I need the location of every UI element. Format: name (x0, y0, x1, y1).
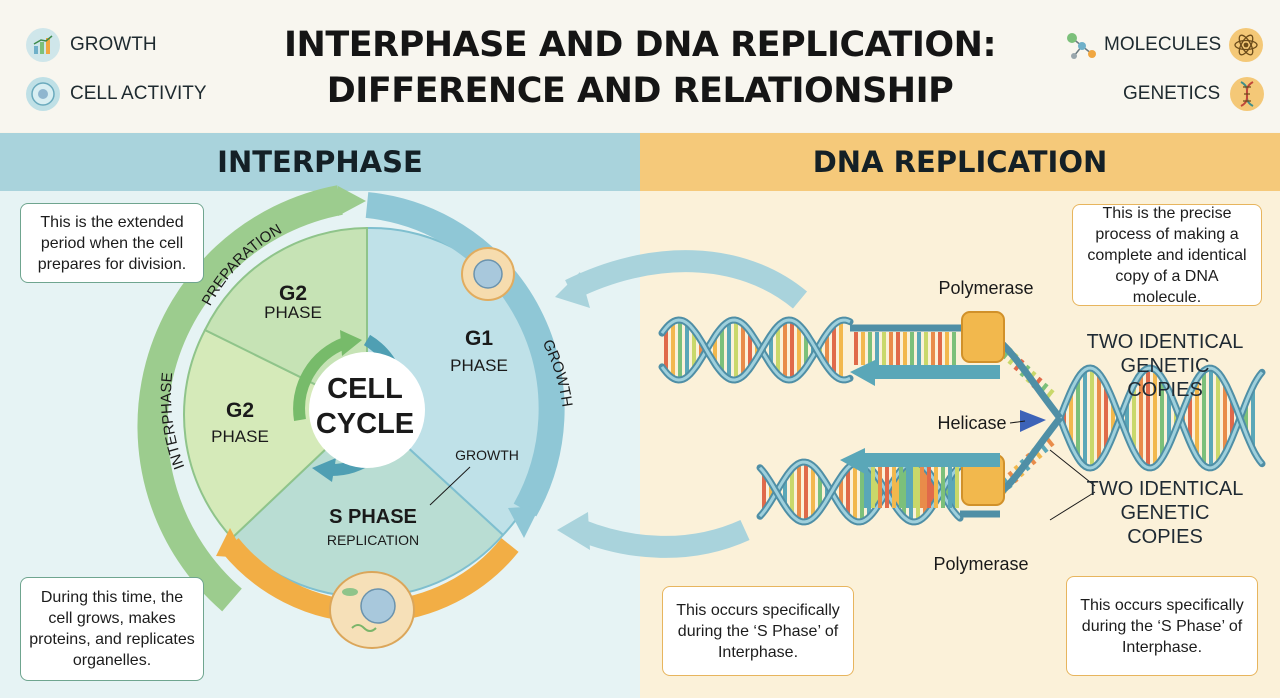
phase-g2-top-name: G2 (279, 282, 307, 305)
g2-left-sector (183, 328, 369, 540)
connector-arrow-top-head (555, 272, 590, 308)
growth-arrow-head (508, 506, 540, 538)
phase-g2-left-name: G2 (226, 399, 254, 422)
cell-cycle-line1: CELL (327, 373, 403, 405)
daughter-helix-bottom-backbone-highlight (758, 460, 962, 524)
connector-arrow-top (565, 250, 808, 309)
cell-top-nucleus (473, 259, 503, 289)
category-genetics: GENETICS (1123, 77, 1265, 111)
helicase-icon (1020, 410, 1046, 432)
orange-arrow-head (216, 528, 246, 558)
cell-cycle-center (309, 352, 425, 468)
cell-icon (26, 77, 60, 111)
phase-s-sub: REPLICATION (327, 532, 419, 548)
growth-chart-icon (26, 28, 60, 62)
cell-cycle-line2: CYCLE (316, 408, 414, 440)
interphase-note-bottom: During this time, the cell grows, makes … (20, 577, 204, 681)
category-molecules-label: MOLECULES (1104, 34, 1222, 55)
header (0, 0, 1280, 132)
dna-replication-illustration (658, 316, 1266, 526)
category-growth: GROWTH (26, 28, 157, 62)
daughter-helix-top-backbone-highlight (660, 318, 851, 382)
leading-strand-arrow-head (850, 360, 875, 386)
phase-s-name: S PHASE (329, 506, 417, 528)
polymerase-top-icon (961, 311, 1005, 363)
daughter-helix-top-backbone-highlight (660, 318, 851, 382)
growth-callout: GROWTH (455, 447, 519, 463)
organelle-icon (351, 624, 377, 632)
dna-note-top: This is the precise process of making a … (1072, 204, 1262, 306)
phase-g1-sub: PHASE (450, 356, 508, 375)
interphase-note-top: This is the extended period when the cel… (20, 203, 204, 283)
page-title-line2: DIFFERENCE AND RELATIONSHIP (326, 71, 954, 111)
growth-outer-arc (365, 192, 565, 517)
page-title: INTERPHASE AND DNA REPLICATION: DIFFEREN… (240, 22, 1040, 114)
connector-arrow-bottom-head (557, 512, 590, 550)
parent-helix-backbone-highlight (1058, 366, 1264, 470)
phase-g2-left-sub: PHASE (211, 427, 269, 446)
category-growth-label: GROWTH (70, 34, 157, 55)
dna-icon (1230, 77, 1265, 111)
growth-callout-line (429, 466, 471, 506)
copies-pointer (1049, 491, 1096, 521)
parent-helix-backbone-highlight (1058, 366, 1264, 470)
page-title-line1: INTERPHASE AND DNA REPLICATION: (284, 25, 996, 65)
inner-green-arrow (293, 337, 348, 421)
interphase-header-band (0, 133, 640, 191)
category-molecules: MOLECULES (1064, 28, 1264, 62)
atom-icon (1229, 28, 1264, 62)
cell-bottom-nucleus (360, 588, 396, 624)
dna-note-bottom-left: This occurs specifically during the ‘S P… (662, 586, 854, 676)
interphase-outer-arc (137, 185, 343, 612)
category-cell-activity: CELL ACTIVITY (26, 77, 207, 111)
dna-replication-heading: DNA REPLICATION (812, 145, 1108, 179)
category-cell-activity-label: CELL ACTIVITY (70, 83, 207, 104)
inner-green-arrow-head (340, 330, 362, 356)
interphase-arrow-head (338, 186, 366, 216)
label-copies-bottom: TWO IDENTICAL GENETIC COPIES (1086, 478, 1244, 548)
label-copies-top: TWO IDENTICAL GENETIC COPIES (1086, 331, 1244, 401)
dna-note-bottom-right: This occurs specifically during the ‘S P… (1066, 576, 1258, 676)
category-genetics-label: GENETICS (1123, 83, 1221, 104)
interphase-heading: INTERPHASE (217, 145, 423, 179)
phase-g1-name: G1 (465, 327, 493, 350)
label-helicase: Helicase (937, 413, 1006, 433)
copies-pointer (1049, 449, 1096, 487)
helicase-pointer (1009, 420, 1026, 424)
organelle-icon (342, 588, 358, 596)
phase-g2-top-sub: PHASE (264, 303, 322, 322)
connector-arrow-bottom (575, 519, 750, 558)
g2-top-sector (203, 226, 368, 412)
molecule-icon (1067, 33, 1096, 59)
label-polymerase-bottom: Polymerase (933, 554, 1028, 574)
dna-replication-header-band (640, 133, 1280, 191)
label-polymerase-top: Polymerase (938, 278, 1033, 298)
inner-blue-arrow-head (312, 458, 336, 482)
lagging-strand-arrow-head (840, 448, 865, 474)
